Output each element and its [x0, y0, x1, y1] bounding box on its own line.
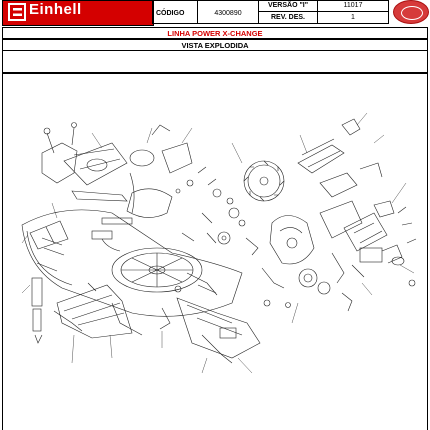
motor-housing-left	[41, 122, 193, 214]
upper-arm-right	[297, 118, 395, 218]
blank-row	[2, 51, 428, 73]
rev-label: REV. DES.	[258, 11, 318, 24]
turntable-assembly	[21, 188, 243, 336]
exploded-view-drawing	[21, 112, 417, 374]
header: Einhell CÓDIGO 4300890 VERSÃO "I" 11017 …	[0, 0, 430, 26]
handle-bar	[29, 190, 128, 250]
leader-lines	[21, 112, 415, 374]
brand-logo: Einhell	[2, 0, 154, 26]
logo-text: Einhell	[29, 1, 82, 18]
product-line-title: LINHA POWER X-CHANGE	[2, 27, 428, 39]
extension-table-left	[31, 277, 133, 344]
small-parts	[175, 166, 417, 312]
quality-seal-icon	[393, 0, 429, 24]
logo-e-icon	[8, 3, 26, 21]
rev-value: 1	[317, 11, 389, 24]
view-title: VISTA EXPLODIDA	[2, 39, 428, 51]
codigo-label: CÓDIGO	[152, 0, 198, 24]
saw-blade	[243, 160, 285, 202]
rail-assembly	[159, 297, 261, 364]
drawing-frame	[2, 73, 428, 430]
blade-guard	[269, 200, 405, 284]
codigo-value: 4300890	[197, 0, 259, 24]
